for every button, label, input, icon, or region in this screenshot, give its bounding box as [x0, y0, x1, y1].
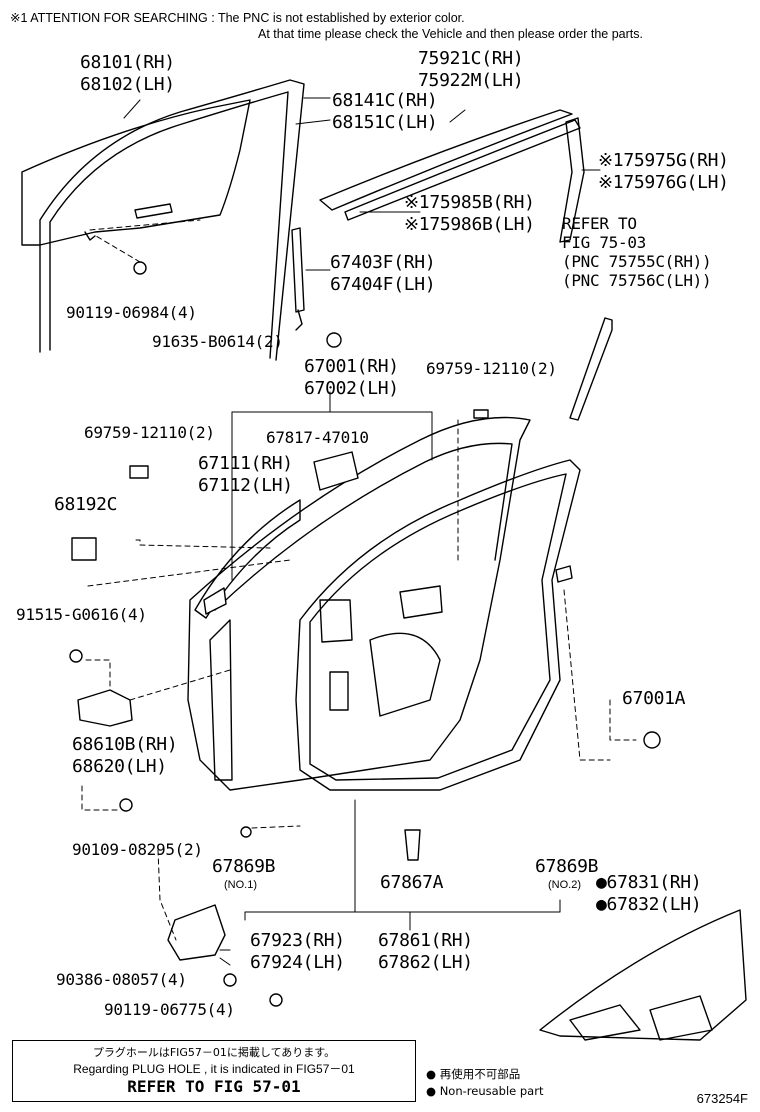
- refer-line4: (PNC 75756C(LH)): [562, 271, 712, 290]
- part-90119-06775: 90119-06775(4): [104, 1000, 235, 1019]
- part-75921: 75921C(RH): [418, 48, 524, 69]
- reference-box: プラグホールはFIG57－01に掲載してあります。 Regarding PLUG…: [12, 1040, 416, 1102]
- part-68102: 68102(LH): [80, 74, 175, 95]
- part-67817: 67817-47010: [266, 428, 369, 447]
- part-67924: 67924(LH): [250, 952, 345, 973]
- part-91635: 91635-B0614(2): [152, 332, 283, 351]
- part-68192: 68192C: [54, 494, 118, 515]
- door-panel: [187, 416, 531, 791]
- part-67861: 67861(RH): [378, 930, 473, 951]
- part-67862: 67862(LH): [378, 952, 473, 973]
- rear-lower-frame: [291, 227, 305, 331]
- part-67923: 67923(RH): [250, 930, 345, 951]
- belt-moulding: [319, 109, 581, 221]
- part-67112: 67112(LH): [198, 475, 293, 496]
- part-67001a: 67001A: [622, 688, 686, 709]
- attention-note-line1: ※1 ATTENTION FOR SEARCHING : The PNC is …: [10, 11, 465, 25]
- label-no2: (NO.2): [548, 879, 581, 891]
- leader-lines: [123, 97, 601, 966]
- reference-english: Regarding PLUG HOLE , it is indicated in…: [73, 1062, 355, 1076]
- pillar-garnish: [569, 317, 613, 421]
- part-90386: 90386-08057(4): [56, 970, 187, 989]
- part-67867: 67867A: [380, 872, 444, 893]
- part-67869-no1: 67869B: [212, 856, 276, 877]
- part-68101: 68101(RH): [80, 52, 175, 73]
- door-trim: [539, 909, 747, 1041]
- refer-line2: FIG 75-03: [562, 233, 646, 252]
- legend-japanese: ● 再使用不可部品: [426, 1067, 521, 1081]
- door-glass: [21, 99, 251, 246]
- part-75986: ※175986B(LH): [404, 214, 535, 235]
- reference-link-text: REFER TO FIG 57-01: [127, 1077, 301, 1096]
- part-68151: 68151C(LH): [332, 112, 438, 133]
- run-channel: [39, 79, 305, 361]
- refer-line1: REFER TO: [562, 214, 637, 233]
- door-hinge: [77, 689, 133, 727]
- fasteners: [69, 261, 661, 1007]
- part-75985: ※175985B(RH): [404, 192, 535, 213]
- label-no1: (NO.1): [224, 879, 257, 891]
- part-67001: 67001(RH): [304, 356, 399, 377]
- part-67832: ●67832(LH): [596, 894, 702, 915]
- part-75975: ※175975G(RH): [598, 150, 729, 171]
- door-weatherstrip: [295, 459, 581, 791]
- part-67831: ●67831(RH): [596, 872, 702, 893]
- part-68141: 68141C(RH): [332, 90, 438, 111]
- part-67002: 67002(LH): [304, 378, 399, 399]
- part-67404: 67404F(LH): [330, 274, 436, 295]
- part-68610: 68610B(RH): [72, 734, 178, 755]
- part-90119-06984: 90119-06984(4): [66, 303, 197, 322]
- frame-moulding: [559, 117, 585, 243]
- refer-line3: (PNC 75755C(RH)): [562, 252, 712, 271]
- part-91515: 91515-G0616(4): [16, 605, 147, 624]
- legend-english: ● Non-reusable part: [426, 1084, 544, 1098]
- part-67403: 67403F(RH): [330, 252, 436, 273]
- part-69759-right: 69759-12110(2): [426, 359, 557, 378]
- part-75976: ※175976G(LH): [598, 172, 729, 193]
- part-90109: 90109-08295(2): [72, 840, 203, 859]
- hole-cover: [167, 904, 226, 961]
- figure-number: 673254F: [696, 1091, 748, 1106]
- part-67869-no2: 67869B: [535, 856, 599, 877]
- part-68620: 68620(LH): [72, 756, 167, 777]
- part-75922: 75922M(LH): [418, 70, 524, 91]
- attention-note-line2: At that time please check the Vehicle an…: [258, 27, 643, 41]
- frame-weatherstrip: [194, 499, 301, 781]
- part-69759-left: 69759-12110(2): [84, 423, 215, 442]
- dashed-leaders: [81, 219, 637, 941]
- reference-japanese: プラグホールはFIG57－01に掲載してあります。: [92, 1046, 336, 1059]
- part-67111: 67111(RH): [198, 453, 293, 474]
